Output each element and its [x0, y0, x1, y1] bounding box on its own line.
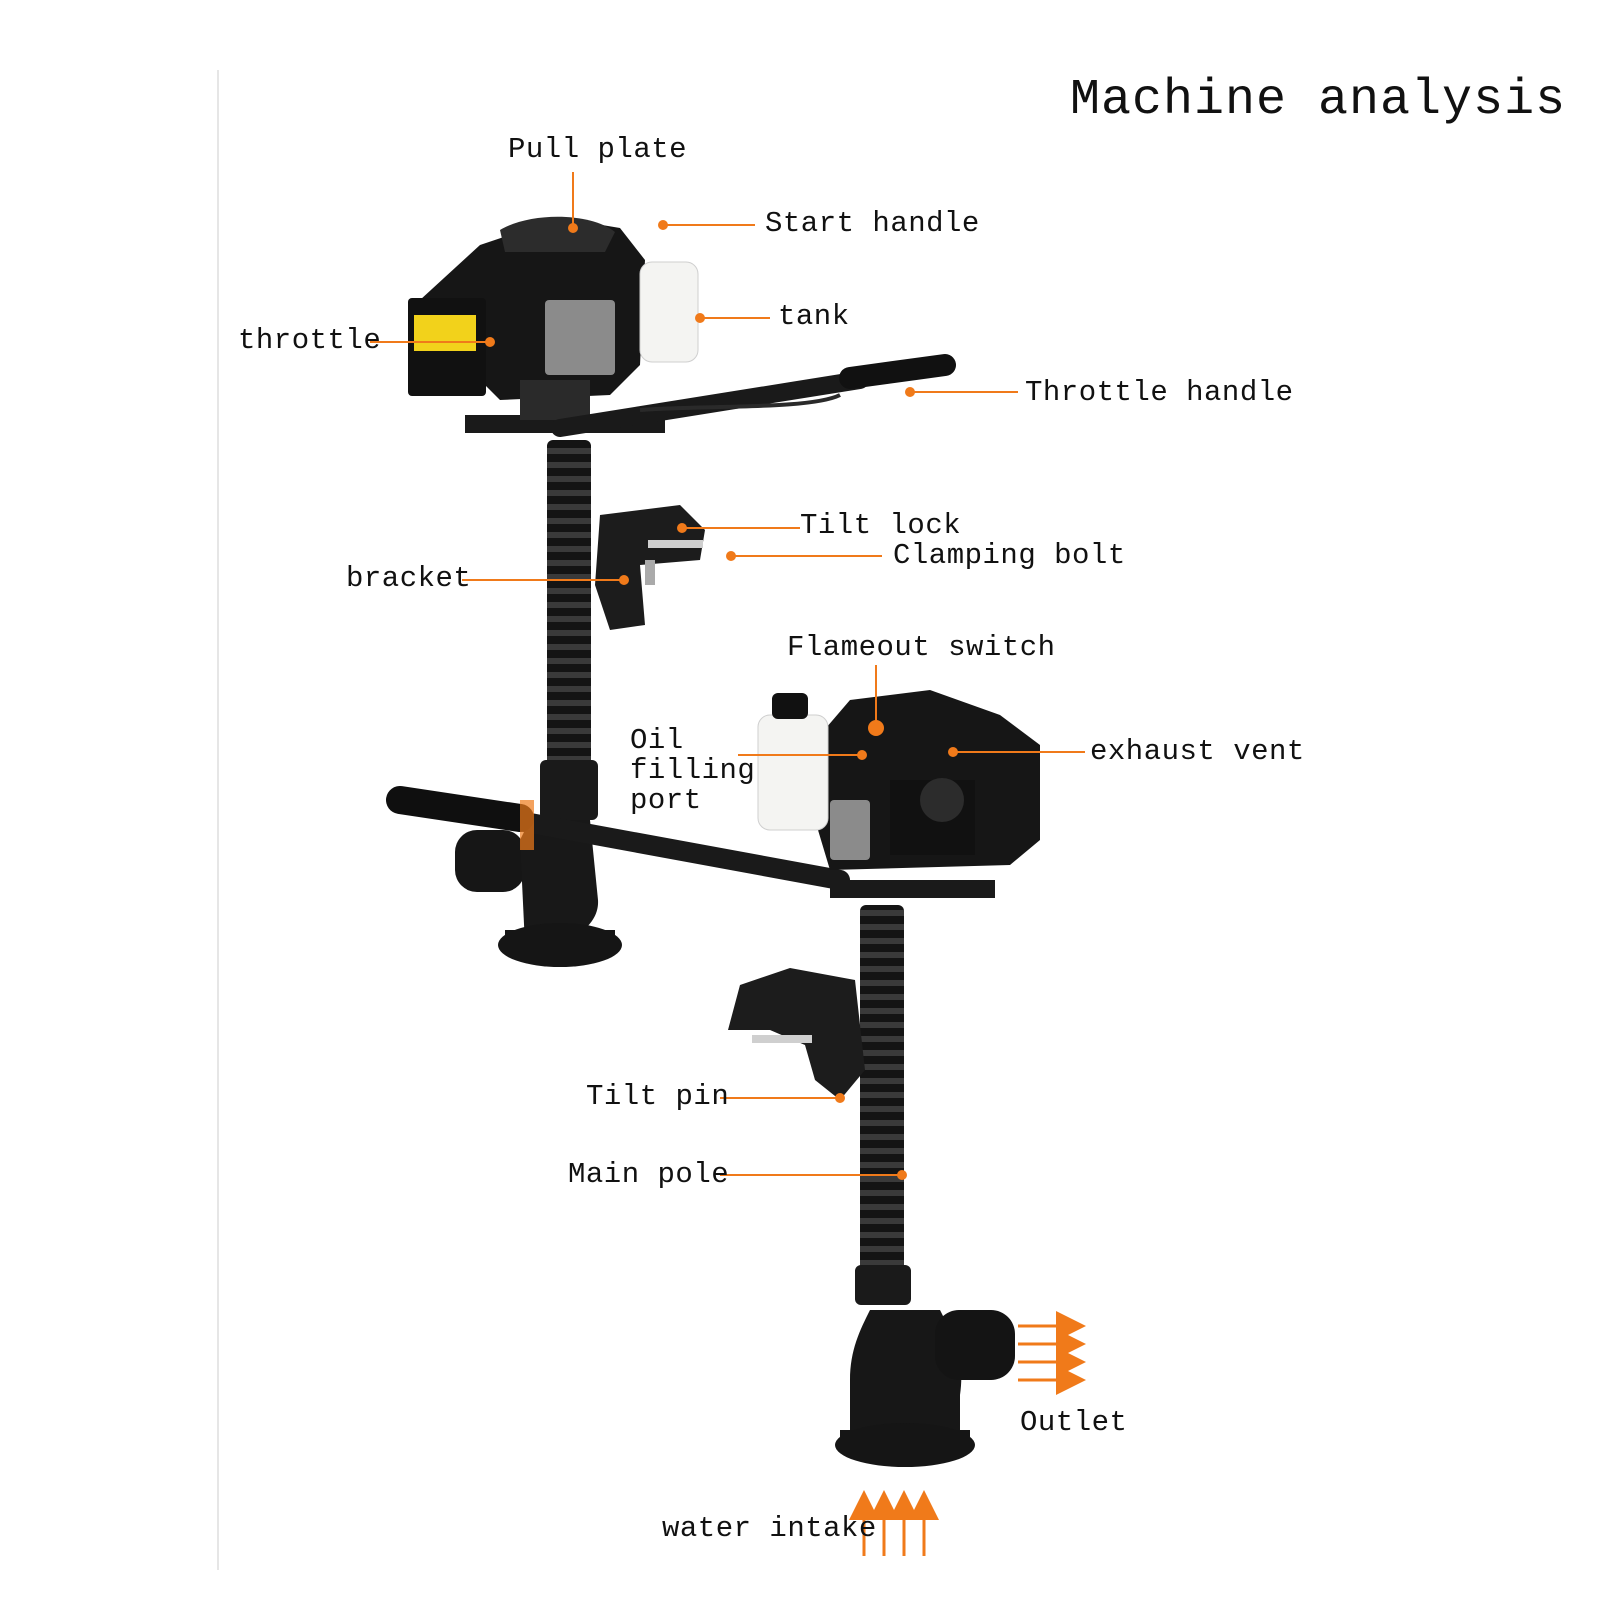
- label-exhaust-vent: exhaust vent: [1090, 735, 1305, 768]
- label-throttle-handle: Throttle handle: [1025, 376, 1294, 409]
- label-oil-filling-port: Oil filling port: [630, 724, 756, 817]
- label-tilt-lock: Tilt lock: [800, 509, 962, 542]
- diagram-title: Machine analysis: [1070, 72, 1567, 129]
- leader-lines: [370, 172, 1085, 1180]
- tank-shape: [639, 261, 699, 363]
- label-start-handle: Start handle: [765, 207, 980, 240]
- label-throttle: throttle: [238, 324, 382, 357]
- label-main-pole: Main pole: [568, 1158, 730, 1191]
- label-outlet: Outlet: [1020, 1406, 1128, 1439]
- warning-sticker: [414, 315, 476, 351]
- label-clamping-bolt: Clamping bolt: [893, 539, 1126, 572]
- label-flameout-switch: Flameout switch: [787, 631, 1056, 664]
- lower-machine: [728, 690, 1040, 1467]
- outlet-arrows: [1018, 1311, 1086, 1395]
- label-pull-plate: Pull plate: [508, 133, 688, 166]
- label-tilt-pin: Tilt pin: [586, 1080, 730, 1113]
- label-bracket: bracket: [346, 562, 472, 595]
- label-water-intake: water intake: [662, 1512, 877, 1545]
- intake-arrows: [849, 1490, 939, 1556]
- label-tank: tank: [778, 300, 850, 333]
- upper-machine: [386, 216, 956, 967]
